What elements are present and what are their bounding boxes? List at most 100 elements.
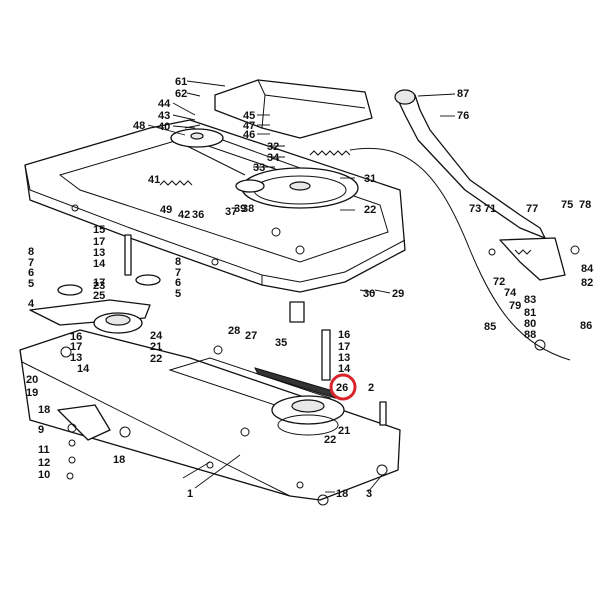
callout-72: 72 — [493, 276, 505, 288]
callout-17-lower: 17 — [70, 341, 82, 353]
callout-14-lower: 14 — [77, 363, 90, 375]
bolt-17 — [124, 234, 132, 276]
callout-36: 36 — [192, 209, 204, 221]
callout-39: 39 — [234, 203, 246, 215]
callout-37: 37 — [225, 206, 237, 218]
left-gear-assembly — [29, 274, 161, 334]
spacer-35 — [289, 301, 305, 323]
callout-16-right: 16 — [338, 329, 350, 341]
callout-16-left: 16 — [70, 331, 82, 343]
callout-9: 9 — [38, 424, 44, 436]
leader-lines — [147, 80, 456, 493]
callout-18-mid: 18 — [113, 454, 125, 466]
callout-8-left: 8 — [28, 246, 34, 258]
callout-13-lower: 13 — [70, 352, 82, 364]
callout-79: 79 — [509, 300, 521, 312]
callout-73: 73 — [469, 203, 481, 215]
callout-1: 1 — [187, 488, 193, 500]
callout-labels: 61 62 44 43 40 48 45 47 46 32 34 33 31 4… — [26, 76, 594, 500]
callout-32: 32 — [267, 141, 279, 153]
callout-2: 2 — [368, 382, 374, 394]
callout-44: 44 — [158, 98, 171, 110]
callout-42: 42 — [178, 209, 190, 221]
callout-26: 26 — [336, 382, 348, 394]
callout-76: 76 — [457, 110, 469, 122]
callout-5-right: 5 — [175, 288, 181, 300]
callout-83: 83 — [524, 294, 536, 306]
callout-34: 34 — [267, 152, 280, 164]
callout-17-right: 17 — [338, 341, 350, 353]
callout-75: 75 — [561, 199, 573, 211]
callout-23: 23 — [93, 280, 105, 292]
callout-27: 27 — [245, 330, 257, 342]
callout-43: 43 — [158, 110, 170, 122]
base-plate — [19, 329, 401, 501]
callout-85: 85 — [484, 321, 496, 333]
callout-41: 41 — [148, 174, 160, 186]
callout-15: 15 — [93, 224, 105, 236]
callout-71: 71 — [484, 203, 496, 215]
callout-18-bottom: 18 — [336, 488, 348, 500]
callout-33: 33 — [253, 162, 265, 174]
top-cover — [214, 79, 373, 139]
callout-88: 88 — [524, 329, 536, 341]
callout-46: 46 — [243, 129, 255, 141]
callout-14-left: 14 — [93, 258, 106, 270]
callout-35: 35 — [275, 337, 287, 349]
callout-80: 80 — [524, 318, 536, 330]
callout-40: 40 — [158, 121, 170, 133]
right-gear-assembly — [254, 367, 345, 436]
callout-7-left: 7 — [28, 257, 34, 269]
callout-19: 19 — [26, 387, 38, 399]
callout-22-right: 22 — [324, 434, 336, 446]
bolt-2 — [379, 401, 387, 426]
callout-11: 11 — [38, 444, 50, 456]
callout-5-left: 5 — [28, 278, 34, 290]
callout-25: 25 — [93, 290, 105, 302]
callout-17-left: 17 — [93, 236, 105, 248]
callout-74: 74 — [504, 287, 517, 299]
toothed-belt-26 — [254, 367, 337, 399]
highlight-ring — [329, 373, 357, 401]
callout-6-left: 6 — [28, 267, 34, 279]
callout-84: 84 — [581, 263, 594, 275]
callout-21-right: 21 — [338, 425, 350, 437]
callout-45: 45 — [243, 110, 255, 122]
callout-77: 77 — [526, 203, 538, 215]
callout-47: 47 — [243, 120, 255, 132]
callout-21-left: 21 — [150, 341, 162, 353]
large-pulley — [241, 167, 359, 209]
callout-22-top: 22 — [364, 204, 376, 216]
callout-29: 29 — [392, 288, 404, 300]
callout-30: 30 — [363, 288, 375, 300]
callout-17-mid: 17 — [93, 277, 105, 289]
callout-8-right: 8 — [175, 256, 181, 268]
callout-82: 82 — [581, 277, 593, 289]
callout-78: 78 — [579, 199, 591, 211]
brake-cable — [349, 147, 571, 361]
callout-24: 24 — [150, 330, 163, 342]
callout-4: 4 — [28, 298, 35, 310]
callout-22-left: 22 — [150, 353, 162, 365]
highlighted-callout-26[interactable]: 26 — [329, 373, 357, 401]
callout-13-left: 13 — [93, 247, 105, 259]
callout-31: 31 — [364, 173, 376, 185]
callout-61: 61 — [175, 76, 187, 88]
callout-18-left: 18 — [38, 404, 50, 416]
idler-pulley — [235, 179, 265, 193]
bracket-9 — [57, 404, 111, 441]
callout-6-right: 6 — [175, 277, 181, 289]
callout-10: 10 — [38, 469, 50, 481]
spring-41 — [159, 180, 193, 186]
callout-48: 48 — [133, 120, 145, 132]
callout-3: 3 — [366, 488, 372, 500]
callout-87: 87 — [457, 88, 469, 100]
callout-7-right: 7 — [175, 267, 181, 279]
callout-49: 49 — [160, 204, 172, 216]
callout-28: 28 — [228, 325, 240, 337]
callout-62: 62 — [175, 88, 187, 100]
callout-13-right: 13 — [338, 352, 350, 364]
bolt-16 — [321, 329, 331, 381]
callout-20: 20 — [26, 374, 38, 386]
callout-38: 38 — [242, 203, 254, 215]
